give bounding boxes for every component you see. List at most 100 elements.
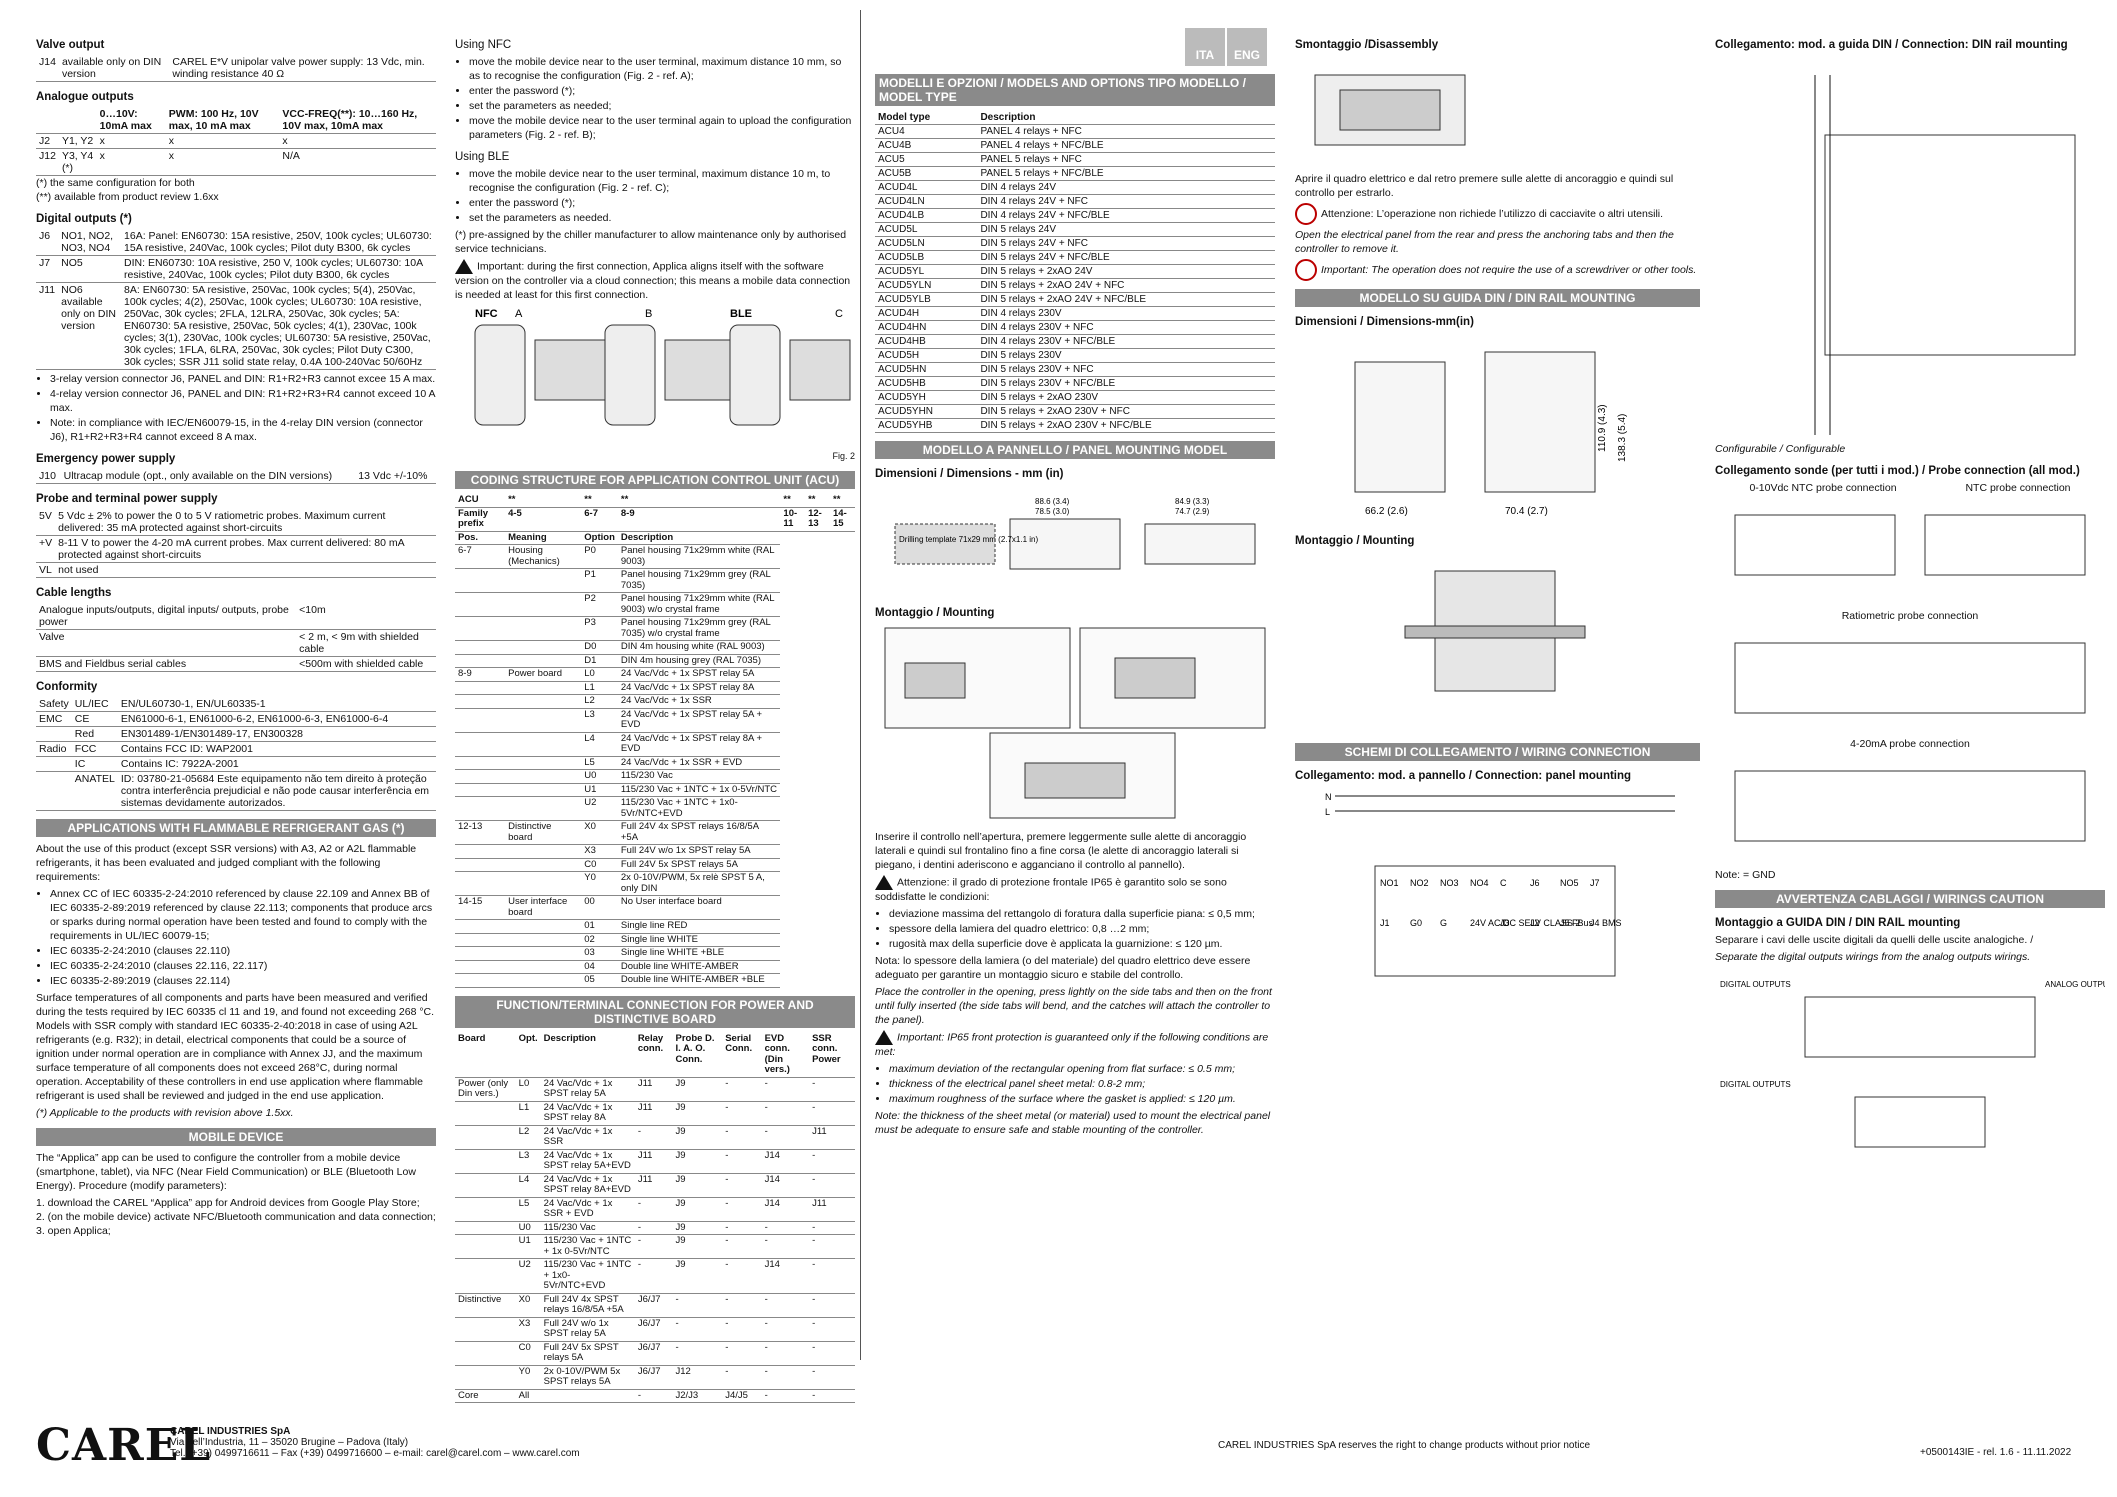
function-row-cell: U2 [515,1258,541,1294]
it-note: Nota: lo spessore della lamiera (o del m… [875,955,1251,981]
caution-title: Montaggio a GUIDA DIN / DIN RAIL mountin… [1715,917,1961,929]
analogue-title: Analogue outputs [36,91,134,103]
cable-row: Analogue inputs/outputs, digital inputs/… [36,603,436,630]
conformity-row-cell: CE [71,711,118,727]
emergency-title: Emergency power supply [36,453,176,465]
coding-row-cell: DIN 4m housing white (RAL 9003) [617,640,781,655]
digital-notes: 3-relay version connector J6, PANEL and … [36,372,436,444]
dims-title: Dimensioni / Dimensions - mm (in) [875,468,1064,480]
models-head-row-cell: Description [977,111,1275,125]
preassigned-note: (*) pre-assigned by the chiller manufact… [455,229,847,255]
svg-text:88.6 (3.4): 88.6 (3.4) [1035,497,1070,506]
function-row-cell: - [809,1341,855,1366]
models-band: MODELLI E OPZIONI / MODELS AND OPTIONS T… [875,74,1275,106]
function-row-cell: - [634,1125,673,1150]
function-row-cell: - [722,1221,762,1235]
caution-band: AVVERTENZA CABLAGGI / WIRINGS CAUTION [1715,890,2105,908]
function-row-cell: J6/J7 [634,1317,673,1342]
svg-text:66.2 (2.6): 66.2 (2.6) [1365,506,1408,517]
function-row-cell: - [809,1101,855,1126]
important-note: Important: during the first connection, … [455,260,851,301]
coding-row-cell [505,732,582,757]
function-row-cell: Full 24V 5x SPST relays 5A [540,1341,635,1366]
coding-row-cell [455,732,506,757]
analogue-head-row-cell: PWM: 100 Hz, 10V max, 10 mA max [165,107,280,134]
flammable-item: IEC 60335-2-89:2019 (clauses 22.114) [50,974,436,988]
coding-row-cell: C0 [581,858,618,872]
models-row-cell: DIN 4 relays 24V + NFC/BLE [977,208,1275,223]
function-row-cell: - [722,1125,762,1150]
coding-row-cell [505,858,582,872]
function-row-cell: - [722,1197,762,1222]
function-row-cell: 24 Vac/Vdc + 1x SPST relay 5A [540,1077,635,1102]
function-row-cell: All [515,1389,541,1403]
ble-title: Using BLE [455,151,510,163]
flammable-text2: Surface temperatures of all components a… [36,992,435,1102]
ble-list: move the mobile device near to the user … [455,167,855,225]
caution-en: Separate the digital outputs wirings fro… [1715,951,2031,963]
ratiometric-label: Ratiometric probe connection [1841,610,1979,622]
function-row-cell: - [761,1293,810,1318]
conformity-row-cell: EN301489-1/EN301489-17, EN300328 [117,726,436,742]
function-row-cell: 115/230 Vac + 1NTC + 1x 0-5Vr/NTC [540,1234,635,1259]
models-row-cell: PANEL 4 relays + NFC/BLE [977,138,1275,153]
function-head-row-cell: Opt. [515,1032,541,1078]
dis-it-warn: Attenzione: L’operazione non richiede l’… [1321,207,1664,220]
coding-row-cell: 05 [581,973,618,988]
svg-text:138.3 (5.4): 138.3 (5.4) [1617,414,1628,462]
coding-row-cell: 00 [581,895,618,920]
analogue-row-cell: x [165,133,280,149]
function-row-cell: - [722,1317,762,1342]
digital-row-cell: 16A: Panel: EN60730: 15A resistive, 250V… [121,229,436,256]
wiring-label: NO3 [1440,878,1459,888]
models-row-cell: ACUD4LB [875,208,978,223]
coding-row-cell: Full 24V w/o 1x SPST relay 5A [617,844,781,859]
coding-row-cell: Y0 [581,871,618,896]
cable-row: Valve< 2 m, < 9m with shielded cable [36,629,436,657]
function-row-cell: - [809,1173,855,1198]
coding-row-cell: D1 [581,654,618,668]
function-row-cell: U0 [515,1221,541,1235]
analogue-row-cell: Y3, Y4 (*) [58,148,97,176]
emergency-row-cell: J10 [36,469,61,484]
coding-row-cell: 24 Vac/Vdc + 1x SSR + EVD [617,756,781,770]
en-item: maximum roughness of the surface where t… [889,1092,1275,1106]
mobile-step: 1. download the CAREL “Applica” app for … [36,1197,420,1209]
function-row-cell: - [809,1149,855,1174]
function-row-cell: - [809,1365,855,1390]
models-row-cell: ACUD5L [875,222,978,237]
column-3: ITA ENG MODELLI E OPZIONI / MODELS AND O… [875,28,1275,1140]
function-row-cell: Core [455,1389,516,1403]
digital-row-cell: J11 [36,282,59,370]
coding-head-row-cell: Description [617,531,781,545]
coding-row-cell [455,592,506,617]
function-row-cell [455,1101,516,1126]
coding-row-cell: 03 [581,946,618,961]
coding-head-row-cell: 6-7 [581,507,618,532]
ble-item: set the parameters as needed. [469,211,855,225]
wiring-band: SCHEMI DI COLLEGAMENTO / WIRING CONNECTI… [1295,743,1700,761]
panel-dimension-drawing: Drilling template 71x29 mm (2.7x1.1 in) … [894,497,1256,570]
analogue-row-cell: x [96,148,166,176]
models-row-cell: ACUD5YH [875,390,978,405]
cable-row-cell: <500m with shielded cable [296,656,436,672]
function-row-cell: L3 [515,1149,541,1174]
models-row-cell: ACUD4HN [875,320,978,335]
function-row-cell: - [809,1234,855,1259]
gnd-note: Note: = GND [1715,869,1776,881]
